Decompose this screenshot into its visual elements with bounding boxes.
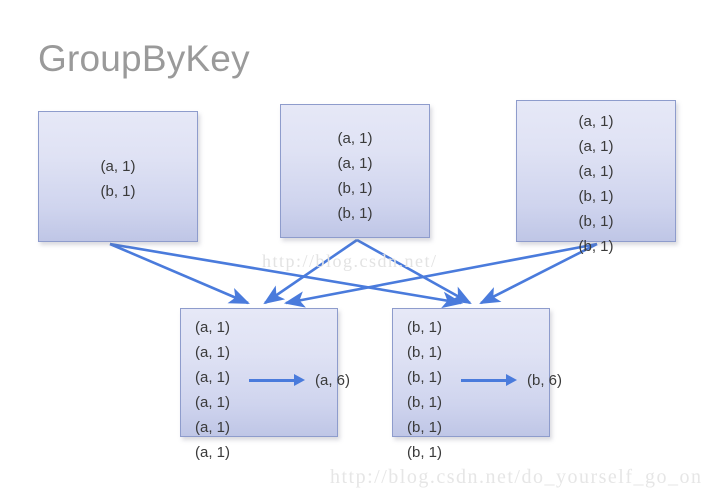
kv-row: (b, 1) (407, 444, 443, 461)
kv-row: (a, 1) (100, 158, 136, 175)
kv-row: (b, 1) (337, 180, 373, 197)
arrow-head-icon (294, 374, 305, 386)
kv-row: (a, 1) (195, 394, 231, 411)
kv-row: (a, 1) (195, 319, 231, 336)
kv-row: (b, 1) (578, 238, 614, 255)
output-box-b-rows: (b, 1) (b, 1) (b, 1) (b, 1) (b, 1) (b, 1… (407, 315, 442, 465)
reduced-value-a: (a, 6) (315, 371, 351, 389)
reduced-value-b: (b, 6) (527, 371, 563, 389)
kv-row: (b, 1) (337, 205, 373, 222)
input-box-3: (a, 1) (a, 1) (a, 1) (b, 1) (b, 1) (b, 1… (516, 100, 676, 255)
kv-row: (a, 1) (195, 344, 231, 361)
kv-row: (a, 1) (578, 138, 614, 155)
kv-row: (b, 1) (578, 213, 614, 230)
output-box-b: (b, 1) (b, 1) (b, 1) (b, 1) (b, 1) (b, 1… (392, 308, 562, 461)
reduce-arrow-b: (b, 6) (461, 371, 562, 389)
kv-row: (b, 1) (407, 344, 443, 361)
input-box-2-rows: (a, 1) (a, 1) (b, 1) (b, 1) (281, 126, 429, 226)
reduce-arrow-a: (a, 6) (249, 371, 350, 389)
output-box-a-rows: (a, 1) (a, 1) (a, 1) (a, 1) (a, 1) (a, 1… (195, 315, 230, 465)
kv-row: (b, 1) (407, 369, 443, 386)
input-box-1-rows: (a, 1) (b, 1) (39, 154, 197, 204)
watermark-bottom: http://blog.csdn.net/do_yourself_go_on (330, 466, 703, 488)
page-title: GroupByKey (38, 38, 250, 79)
arrow-shaft-icon (249, 378, 295, 382)
input-box-2: (a, 1) (a, 1) (b, 1) (b, 1) (280, 104, 430, 238)
kv-row: (b, 1) (407, 394, 443, 411)
input-box-3-rows: (a, 1) (a, 1) (a, 1) (b, 1) (b, 1) (b, 1… (517, 109, 675, 259)
output-box-a: (a, 1) (a, 1) (a, 1) (a, 1) (a, 1) (a, 1… (180, 308, 350, 461)
watermark-middle: http://blog.csdn.net/ (262, 251, 438, 271)
kv-row: (b, 1) (578, 188, 614, 205)
kv-row: (b, 1) (407, 319, 443, 336)
kv-row: (a, 1) (195, 444, 231, 461)
arrow-shaft-icon (461, 378, 507, 382)
kv-row: (a, 1) (578, 163, 614, 180)
kv-row: (b, 1) (407, 419, 443, 436)
arrow-head-icon (506, 374, 517, 386)
kv-row: (a, 1) (195, 369, 231, 386)
kv-row: (a, 1) (195, 419, 231, 436)
input-box-1: (a, 1) (b, 1) (38, 111, 198, 242)
kv-row: (b, 1) (100, 183, 136, 200)
kv-row: (a, 1) (578, 113, 614, 130)
kv-row: (a, 1) (337, 130, 373, 147)
kv-row: (a, 1) (337, 155, 373, 172)
arrow-in1-to-outA (109, 242, 250, 305)
